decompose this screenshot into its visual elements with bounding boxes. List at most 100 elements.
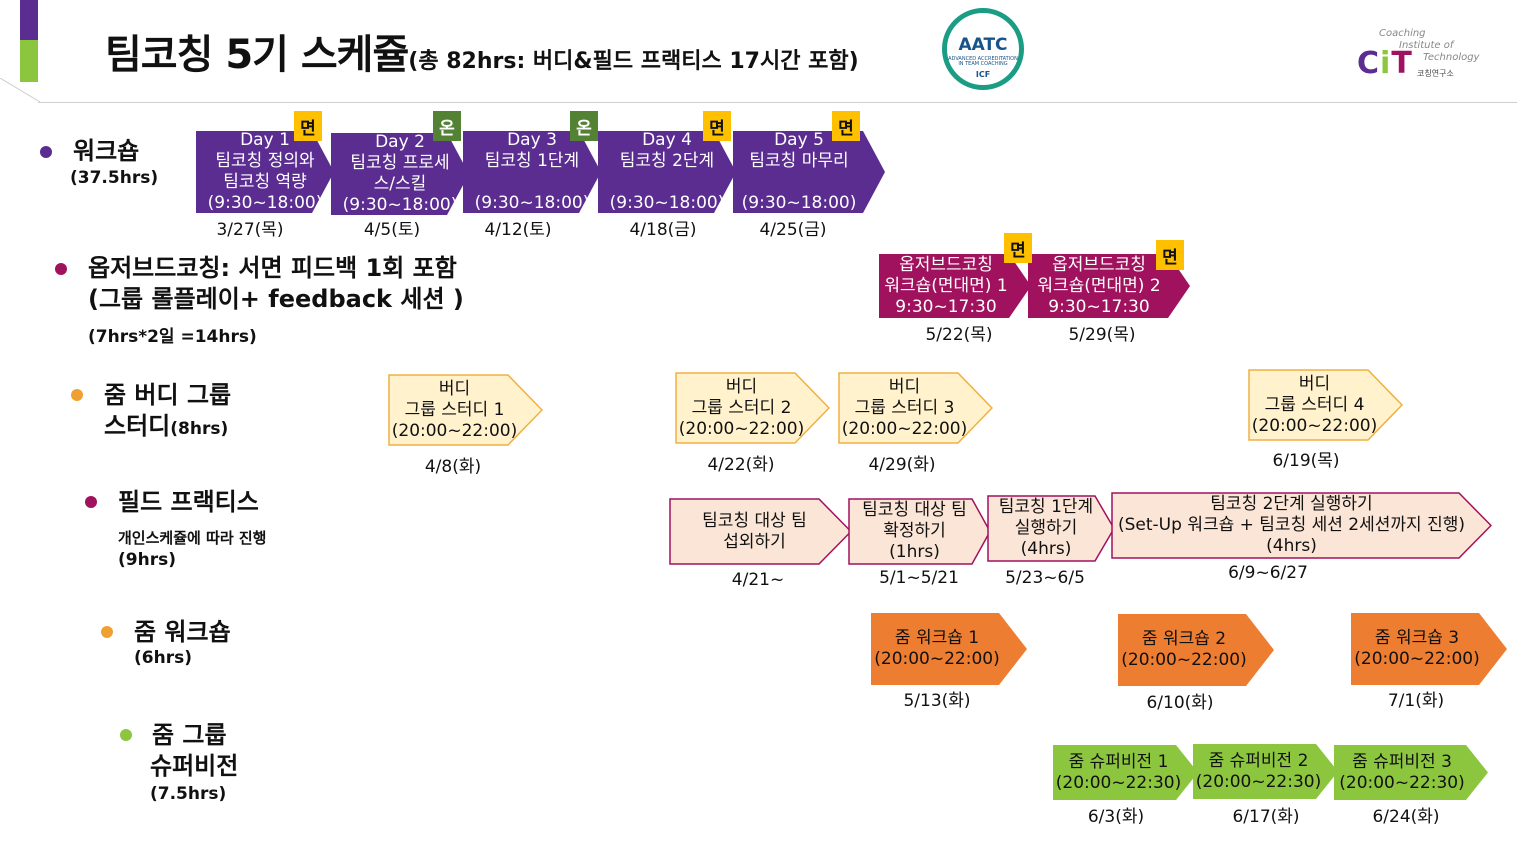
supervision-title: 줌 슈퍼비전 3: [1352, 751, 1452, 772]
supervision-2: 줌 슈퍼비전 2(20:00~22:30): [1193, 744, 1338, 799]
category-buddy-hours: (8hrs): [170, 419, 229, 439]
observed-subtitle: 워크숍(면대면) 2: [1037, 275, 1161, 296]
title-note: (총 82hrs: 버디&필드 프랙티스 17시간 포함): [408, 49, 859, 74]
category-supervision-hours: (7.5hrs): [150, 784, 227, 804]
bullet-workshop: [40, 146, 52, 158]
badge-in-person: 면: [1156, 240, 1184, 270]
category-field-note: 개인스케쥴에 따라 진행: [118, 529, 267, 547]
field-subtitle: 섭외하기: [723, 531, 786, 552]
buddy-title: 버디: [888, 376, 921, 397]
workshop-date: 4/12(토): [484, 220, 552, 240]
supervision-time: (20:00~22:30): [1195, 771, 1322, 792]
badge-online: 온: [433, 111, 461, 141]
field-shape: [1111, 492, 1492, 559]
buddy-shape: [675, 372, 830, 444]
supervision-time: (20:00~22:30): [1055, 772, 1182, 793]
category-workshop-hours: (37.5hrs): [70, 168, 159, 188]
workshop-topic-2: 팀코칭 역량: [223, 172, 307, 192]
supervision-date: 6/17(화): [1232, 807, 1300, 827]
field-date: 6/9~6/27: [1228, 563, 1308, 583]
bullet-zoom-workshop: [101, 626, 113, 638]
field-hours: (4hrs): [1266, 536, 1317, 556]
buddy-title: 버디: [725, 376, 758, 397]
zoom-workshop-2: 줌 워크숍 2(20:00~22:00): [1118, 614, 1274, 686]
supervision-date: 6/24(화): [1372, 807, 1440, 827]
buddy-subtitle: 그룹 스터디 2: [691, 397, 792, 418]
category-field: 필드 프랙티스: [118, 488, 259, 516]
zoom-workshop-date: 7/1(화): [1387, 691, 1445, 711]
zoom-workshop-date: 6/10(화): [1146, 693, 1214, 713]
field-hours: (4hrs): [1020, 539, 1072, 559]
buddy-title: 버디: [1298, 373, 1331, 394]
zoom-workshop-date: 5/13(화): [903, 691, 971, 711]
supervision-title: 줌 슈퍼비전 2: [1208, 750, 1309, 771]
zoom-workshop-title: 줌 워크숍 2: [1141, 629, 1227, 649]
workshop-day-label: Day 5: [774, 130, 824, 150]
bullet-field: [85, 496, 97, 508]
corner-line: [0, 78, 40, 103]
buddy-shape: [838, 372, 993, 444]
category-observed-detail: (그룹 롤플레이+ feedback 세션 ): [88, 285, 464, 313]
buddy-time: (20:00~22:00): [391, 420, 518, 441]
observed-subtitle: 워크숍(면대면) 1: [884, 275, 1008, 296]
workshop-date: 4/18(금): [629, 220, 697, 240]
buddy-subtitle: 그룹 스터디 3: [854, 397, 955, 418]
cit-mark: CiT: [1357, 46, 1413, 81]
field-shape: [987, 495, 1115, 562]
category-supervision: 줌 그룹: [152, 721, 227, 749]
workshop-day-label: Day 2: [375, 132, 425, 152]
workshop-time: (9:30~18:00): [474, 193, 590, 213]
observed-time: 9:30~17:30: [895, 296, 997, 317]
observed-date: 5/22(목): [925, 325, 993, 345]
workshop-topic-2: 스/스킬: [373, 174, 427, 194]
aatc-logo-subtext: ADVANCED ACCREDITATION IN TEAM COACHING: [948, 56, 1018, 67]
buddy-time: (20:00~22:00): [841, 418, 968, 439]
field-shape: [669, 498, 852, 565]
field-title: 팀코칭 1단계: [998, 497, 1094, 517]
field-date: 4/21~: [731, 570, 785, 590]
supervision-date: 6/3(화): [1087, 807, 1145, 827]
buddy-subtitle: 그룹 스터디 1: [404, 399, 505, 420]
cit-word-2: Institute of: [1399, 40, 1454, 51]
icf-mark: ICF: [975, 70, 991, 79]
category-field-hours: (9hrs): [118, 550, 176, 570]
zoom-workshop-3: 줌 워크숍 3(20:00~22:00): [1351, 613, 1507, 685]
workshop-topic: 팀코칭 정의와: [215, 151, 315, 171]
buddy-time: (20:00~22:00): [678, 418, 805, 439]
workshop-topic: 팀코칭 1단계: [484, 151, 580, 171]
accent-bar-bottom: [20, 40, 38, 82]
category-supervision-line2: 슈퍼비전: [150, 752, 239, 780]
observed-title: 옵저브드코칭: [899, 254, 993, 275]
badge-in-person: 면: [703, 111, 731, 141]
badge-online: 온: [570, 111, 598, 141]
workshop-time: (9:30~18:00): [342, 195, 458, 215]
cit-logo: Coaching Institute of Technology CiT 코칭연…: [1355, 28, 1495, 88]
header-divider: [38, 102, 1517, 103]
badge-in-person: 면: [294, 111, 322, 141]
category-buddy: 줌 버디 그룹: [104, 381, 232, 409]
accent-bar-top: [20, 0, 38, 40]
field-hours: (1hrs): [889, 542, 940, 562]
aatc-logo: AATC ADVANCED ACCREDITATION IN TEAM COAC…: [942, 8, 1024, 90]
badge-in-person: 면: [832, 111, 860, 141]
cit-word-3: Technology: [1423, 52, 1480, 63]
field-subtitle: 확정하기: [883, 521, 946, 541]
workshop-date: 4/5(토): [363, 220, 421, 240]
category-workshop: 워크숍: [73, 137, 140, 165]
field-subtitle: (Set-Up 워크숍 + 팀코칭 세션 2세션까지 진행): [1118, 515, 1465, 535]
workshop-date: 4/25(금): [759, 220, 827, 240]
category-observed: 옵저브드코칭: 서면 피드백 1회 포함: [88, 254, 457, 282]
zoom-workshop-time: (20:00~22:00): [1354, 649, 1480, 669]
badge-in-person: 면: [1004, 233, 1032, 263]
zoom-workshop-time: (20:00~22:00): [874, 649, 1000, 669]
field-shape: [848, 498, 991, 565]
